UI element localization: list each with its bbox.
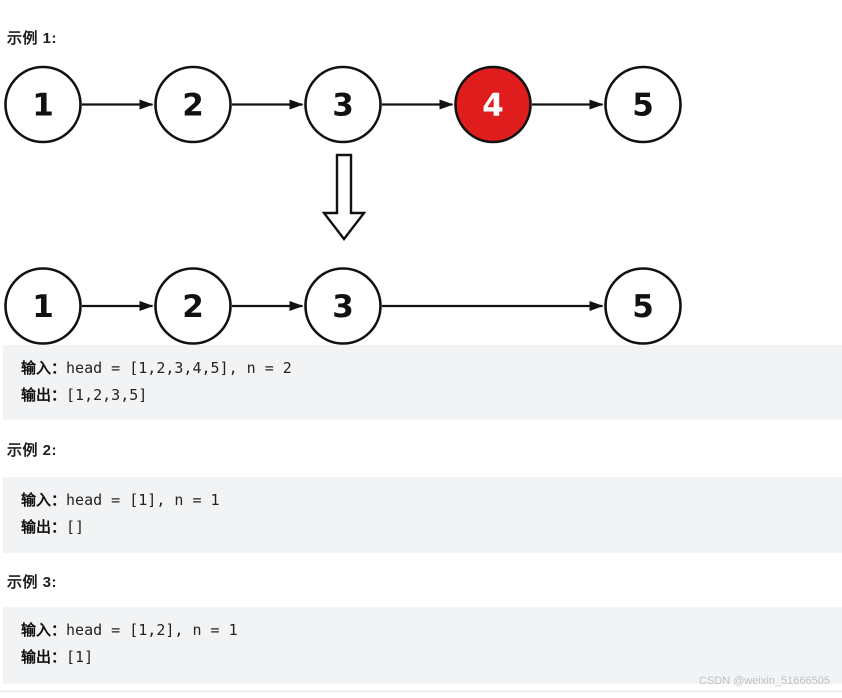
node-value-label: 5 xyxy=(632,88,654,124)
output-code: [] xyxy=(66,518,85,536)
example-3-output-line: 输出：[1] xyxy=(21,644,824,671)
bottom-divider xyxy=(0,691,842,692)
list-node xyxy=(154,65,232,144)
list-node-highlighted xyxy=(454,65,532,144)
node-value-label: 3 xyxy=(332,289,354,325)
output-label: 输出： xyxy=(21,387,67,404)
input-label: 输入： xyxy=(21,622,67,639)
input-label: 输入： xyxy=(21,492,67,509)
node-value-label: 2 xyxy=(182,88,204,124)
example-3-heading: 示例 3: xyxy=(7,574,58,591)
output-label: 输出： xyxy=(21,649,67,666)
list-node xyxy=(154,267,232,345)
example-3-input-line: 输入：head = [1,2], n = 1 xyxy=(21,617,824,644)
input-code: head = [1], n = 1 xyxy=(66,491,220,509)
output-code: [1] xyxy=(66,648,94,666)
example-2-input-line: 输入：head = [1], n = 1 xyxy=(21,487,824,514)
list-node xyxy=(604,65,682,144)
example-2-heading: 示例 2: xyxy=(7,442,58,459)
list-node xyxy=(4,65,82,144)
list-node xyxy=(304,65,382,144)
list-node xyxy=(4,267,82,345)
example-1-input-line: 输入：head = [1,2,3,4,5], n = 2 xyxy=(21,355,824,382)
output-label: 输出： xyxy=(21,519,67,536)
example-1-code-block: 输入：head = [1,2,3,4,5], n = 2 输出：[1,2,3,5… xyxy=(3,345,842,420)
linked-list-diagram: 1 2 3 4 5 1 2 3 5 xyxy=(4,65,682,345)
node-value-label: 5 xyxy=(632,289,654,325)
example-2-output-line: 输出：[] xyxy=(21,514,824,541)
csdn-watermark: CSDN @weixin_51666505 xyxy=(698,675,830,687)
node-value-label: 3 xyxy=(332,88,354,124)
node-value-label: 4 xyxy=(482,88,504,124)
node-value-label: 1 xyxy=(32,88,54,124)
input-code: head = [1,2,3,4,5], n = 2 xyxy=(66,359,292,377)
node-value-label: 1 xyxy=(32,289,54,325)
input-label: 输入： xyxy=(21,360,67,377)
list-node xyxy=(604,267,682,345)
input-code: head = [1,2], n = 1 xyxy=(66,621,238,639)
example-2-code-block: 输入：head = [1], n = 1 输出：[] xyxy=(3,477,842,553)
transform-down-arrow-icon xyxy=(321,153,367,241)
example-3-code-block: 输入：head = [1,2], n = 1 输出：[1] xyxy=(3,607,842,684)
example-1-heading: 示例 1: xyxy=(7,30,58,47)
node-value-label: 2 xyxy=(182,289,204,325)
output-code: [1,2,3,5] xyxy=(66,386,148,404)
list-node xyxy=(304,267,382,345)
example-1-output-line: 输出：[1,2,3,5] xyxy=(21,382,824,409)
